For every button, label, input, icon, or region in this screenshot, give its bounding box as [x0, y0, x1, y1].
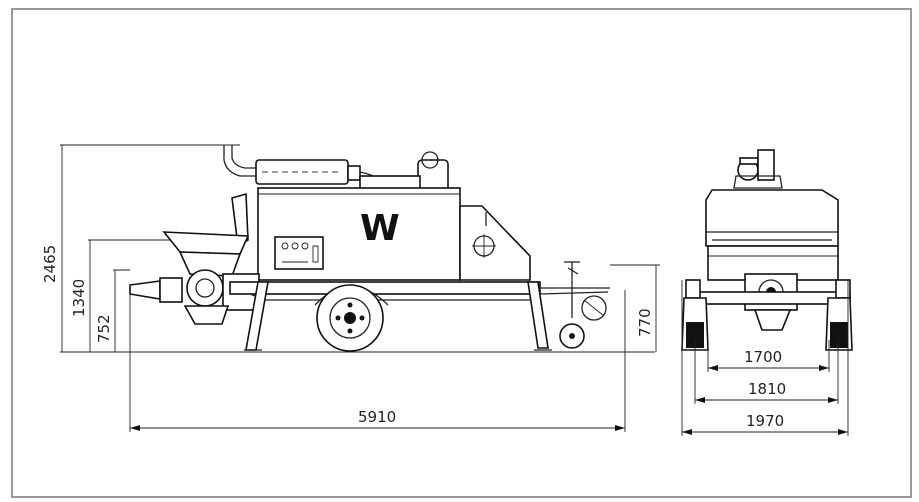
brand-logo: W	[360, 208, 400, 249]
dim-outlet-height: 752	[95, 314, 113, 343]
dim-overall-length: 5910	[358, 408, 396, 426]
dim-hopper-height: 1340	[70, 279, 88, 317]
rear-view: 1700 1810 1970	[681, 149, 853, 436]
dim-axle-width: 1810	[748, 380, 786, 398]
height-dimensions	[60, 144, 660, 352]
dim-overall-height: 2465	[41, 245, 59, 283]
dim-track-width: 1700	[744, 348, 782, 366]
side-view: 2465 1340 752 770 5910 W	[41, 144, 660, 432]
dim-tow-height: 770	[636, 308, 654, 337]
dim-overall-width: 1970	[746, 412, 784, 430]
wheel-side	[314, 284, 389, 352]
